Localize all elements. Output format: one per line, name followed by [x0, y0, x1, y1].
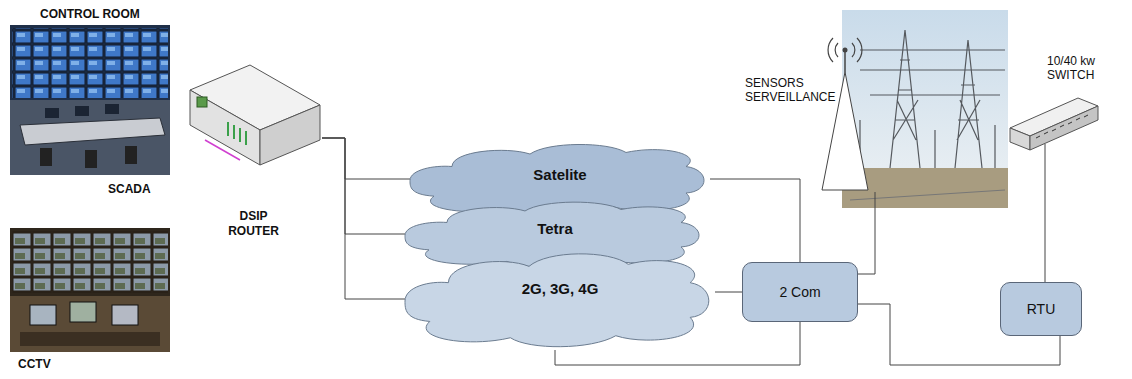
connector-line [710, 179, 800, 262]
monitor [75, 106, 89, 116]
node-label: DSIP ROUTER [223, 209, 285, 238]
router-front [190, 90, 260, 165]
video-wall [12, 28, 168, 98]
node-label: Tetra [537, 220, 573, 238]
router-side [260, 105, 320, 165]
router-port [233, 125, 235, 139]
photo-caption: SCADA [108, 182, 151, 196]
chair [40, 148, 52, 166]
node-label: 10/40 kw SWITCH [1047, 54, 1119, 83]
router-port [239, 128, 241, 142]
switch-ports [1036, 115, 1088, 138]
console [10, 296, 170, 352]
monitor [105, 104, 119, 114]
switch-icon [1010, 98, 1098, 150]
switch-node: 10/40 kw SWITCH [1005, 48, 1123, 144]
radio-waves [828, 38, 862, 62]
connector-line [322, 138, 405, 299]
control-room-photo [10, 25, 170, 175]
power-line [860, 50, 1005, 95]
tower-mast [844, 52, 846, 72]
cloud-shape [405, 248, 715, 350]
camera-wall [12, 231, 168, 293]
monitor [45, 108, 59, 118]
network-cloud: 2G, 3G, 4G [405, 248, 715, 350]
photo-caption: CCTV [18, 357, 51, 371]
router-icon [190, 65, 320, 165]
photo-ground [10, 25, 170, 175]
insulator-post [860, 120, 995, 168]
node-label: Satelite [533, 166, 586, 184]
photo-ground [10, 228, 170, 352]
chair [125, 146, 137, 164]
node-label: RTU [1027, 301, 1056, 318]
router-led [197, 97, 207, 107]
node-label: 2 Com [779, 284, 820, 301]
monitor [70, 302, 96, 322]
desk [20, 332, 160, 346]
connector-line [322, 138, 405, 234]
tower-tip [843, 48, 848, 53]
router-cable [205, 140, 240, 160]
room-floor [10, 100, 170, 175]
chair [85, 150, 97, 168]
rtu-box: RTU [1000, 282, 1082, 336]
photo-title: CONTROL ROOM [40, 7, 140, 21]
router-port [227, 122, 229, 136]
monitor [112, 305, 138, 325]
connector-line [322, 138, 410, 179]
router-node: DSIP ROUTER [185, 60, 322, 238]
node-label: SENSORS SERVEILLANCE [745, 76, 837, 105]
fence [850, 190, 1005, 200]
tower-body [822, 72, 868, 190]
antenna-tower [822, 38, 868, 190]
lattice-tower [955, 40, 982, 168]
lattice-tower [890, 30, 920, 168]
node-label: 2G, 3G, 4G [522, 280, 599, 298]
antenna-node: SENSORS SERVEILLANCE [745, 30, 880, 192]
switch-side [1030, 106, 1098, 150]
photo-sky [842, 10, 1008, 208]
connector-line [715, 292, 742, 293]
substation-photo [842, 10, 1008, 208]
switch-front [1010, 128, 1030, 150]
monitor [30, 305, 56, 325]
router-port [245, 131, 247, 145]
connector-line [1045, 144, 1046, 282]
cloud-outline [405, 254, 709, 347]
cctv-photo [10, 228, 170, 352]
connector-line [858, 192, 875, 274]
comm-box: 2 Com [742, 262, 858, 322]
desk [20, 118, 165, 145]
